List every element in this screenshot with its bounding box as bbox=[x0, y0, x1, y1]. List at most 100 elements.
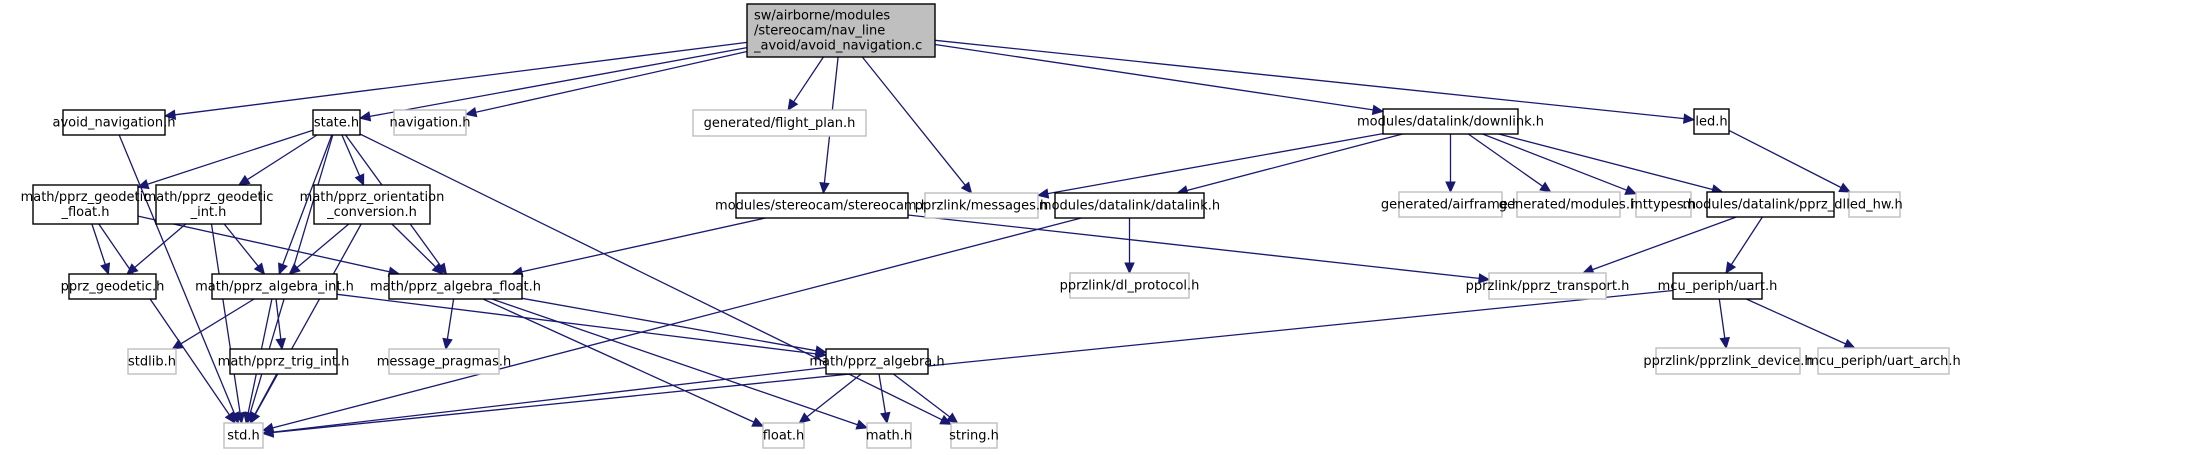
node-box[interactable] bbox=[32, 184, 139, 225]
node-label: modules/stereocam/stereocam.h bbox=[715, 199, 929, 214]
node-state-h[interactable]: state.h bbox=[312, 109, 361, 136]
node-label: pprzlink/pprzlink_device.h bbox=[1643, 354, 1812, 369]
edge-datalink-h-to-dl-protocol-h bbox=[1124, 218, 1135, 275]
node-downlink-h[interactable]: modules/datalink/downlink.h bbox=[1357, 108, 1544, 135]
node-label: mcu_periph/uart.h bbox=[1658, 279, 1778, 294]
node-trig-int-h[interactable]: math/pprz_trig_int.h bbox=[218, 348, 350, 375]
edge-algebra-int-h-to-stdlib-h bbox=[171, 298, 255, 350]
edge-algebra-h-to-std-h bbox=[261, 366, 827, 438]
edge-line bbox=[934, 39, 1685, 120]
node-label: _float.h bbox=[60, 205, 109, 220]
node-label: inttypes.h bbox=[1631, 198, 1696, 213]
arrowhead-icon bbox=[1719, 336, 1730, 350]
arrowhead-icon bbox=[431, 262, 444, 275]
arrowhead-icon bbox=[278, 262, 288, 276]
node-box bbox=[1848, 191, 1901, 218]
edge-pprz-dl-h-to-pprz-transport-h bbox=[1581, 216, 1737, 275]
arrowhead-icon bbox=[960, 181, 973, 194]
node-uart-h[interactable]: mcu_periph/uart.h bbox=[1658, 272, 1778, 300]
node-label: math/pprz_trig_int.h bbox=[218, 355, 350, 370]
node-led-h[interactable]: led.h bbox=[1693, 108, 1730, 135]
edge-led-h-to-led-hw-h bbox=[1728, 129, 1852, 193]
node-box[interactable] bbox=[1672, 272, 1763, 300]
node-algebra-h[interactable]: math/pprz_algebra.h bbox=[809, 348, 945, 375]
node-box[interactable] bbox=[68, 273, 157, 300]
arrowhead-icon bbox=[224, 411, 236, 425]
node-box[interactable] bbox=[62, 109, 166, 136]
edge-line bbox=[907, 214, 1480, 280]
edge-line bbox=[275, 298, 282, 340]
edge-line bbox=[336, 293, 817, 355]
node-box[interactable] bbox=[825, 348, 929, 375]
node-orientation-h[interactable]: math/pprz_orientation_conversion.h bbox=[300, 184, 445, 225]
edge-line bbox=[391, 223, 437, 268]
arrowhead-icon bbox=[163, 109, 177, 121]
arrowhead-icon bbox=[880, 411, 891, 425]
node-root[interactable]: sw/airborne/modules/stereocam/nav_line_a… bbox=[746, 3, 936, 58]
node-box bbox=[1635, 191, 1692, 218]
node-algebra-int-h[interactable]: math/pprz_algebra_int.h bbox=[195, 273, 354, 300]
arrowhead-icon bbox=[237, 174, 251, 186]
node-box[interactable] bbox=[1706, 191, 1835, 218]
node-box bbox=[388, 348, 500, 375]
edge-orientation-h-to-algebra-float-h bbox=[391, 223, 444, 275]
edge-root-to-led-h bbox=[934, 39, 1696, 124]
edge-state-h-to-algebra-int-h bbox=[278, 134, 333, 276]
arrowhead-icon bbox=[1725, 261, 1737, 275]
edge-line bbox=[793, 56, 824, 103]
node-box[interactable] bbox=[388, 273, 523, 300]
node-box[interactable] bbox=[1693, 108, 1730, 135]
node-avoid-navigation-h[interactable]: avoid_navigation.h bbox=[53, 109, 176, 136]
node-box[interactable] bbox=[735, 192, 909, 219]
node-box[interactable] bbox=[313, 184, 431, 225]
arrowhead-icon bbox=[855, 419, 869, 430]
edge-line bbox=[1498, 133, 1713, 191]
node-box bbox=[1398, 191, 1503, 218]
edge-root-to-state-h bbox=[358, 46, 748, 122]
node-label: math/pprz_orientation bbox=[300, 190, 445, 205]
arrowhead-icon bbox=[243, 411, 254, 425]
node-stereocam-h[interactable]: modules/stereocam/stereocam.h bbox=[715, 192, 929, 219]
edge-root-to-flight-plan-h bbox=[787, 56, 824, 112]
edge-line bbox=[247, 134, 318, 181]
node-message-pragmas-h: message_pragmas.h bbox=[377, 348, 511, 375]
edge-pprz-dl-h-to-uart-h bbox=[1725, 216, 1763, 275]
node-box[interactable] bbox=[1054, 192, 1205, 219]
node-geodetic-float-h[interactable]: math/pprz_geodetic_float.h bbox=[21, 184, 151, 225]
node-pprz-dl-h[interactable]: modules/datalink/pprz_dl.h bbox=[1683, 191, 1859, 218]
node-label: navigation.h bbox=[389, 116, 470, 131]
node-datalink-h[interactable]: modules/datalink/datalink.h bbox=[1039, 192, 1220, 219]
node-geodetic-int-h[interactable]: math/pprz_geodetic_int.h bbox=[144, 184, 274, 225]
node-label: state.h bbox=[314, 116, 359, 131]
node-box[interactable] bbox=[229, 348, 338, 375]
node-box[interactable] bbox=[312, 109, 361, 136]
node-string-h: string.h bbox=[949, 422, 999, 449]
arrowhead-icon bbox=[787, 98, 799, 112]
edge-line bbox=[934, 43, 1374, 111]
node-algebra-float-h[interactable]: math/pprz_algebra_float.h bbox=[370, 273, 541, 300]
node-box bbox=[393, 109, 467, 136]
arrowhead-icon bbox=[288, 263, 301, 275]
edge-algebra-h-to-string-h bbox=[893, 373, 959, 424]
edge-state-h-to-geodetic-int-h bbox=[237, 134, 318, 186]
edge-state-h-to-geodetic-float-h bbox=[136, 129, 314, 190]
node-box[interactable] bbox=[746, 3, 936, 58]
edge-line bbox=[223, 223, 259, 267]
node-pprzlink-device-h: pprzlink/pprzlink_device.h bbox=[1643, 347, 1813, 375]
node-box[interactable] bbox=[1382, 108, 1519, 135]
node-box bbox=[1516, 191, 1621, 218]
node-math-h: math.h bbox=[866, 422, 912, 449]
arrowhead-icon bbox=[1445, 181, 1456, 194]
node-float-h: float.h bbox=[762, 422, 805, 449]
edge-line bbox=[1467, 133, 1543, 187]
node-box bbox=[866, 422, 912, 449]
edge-line bbox=[282, 134, 333, 265]
edge-line bbox=[341, 134, 361, 177]
node-box[interactable] bbox=[155, 184, 262, 225]
node-pprz-transport-h: pprzlink/pprz_transport.h bbox=[1466, 272, 1629, 300]
arrowhead-icon bbox=[1478, 273, 1491, 284]
edge-line bbox=[98, 223, 230, 416]
node-pprz-geodetic-h[interactable]: pprz_geodetic.h bbox=[61, 273, 165, 300]
node-label: generated/flight_plan.h bbox=[704, 116, 856, 131]
node-box[interactable] bbox=[211, 273, 338, 300]
